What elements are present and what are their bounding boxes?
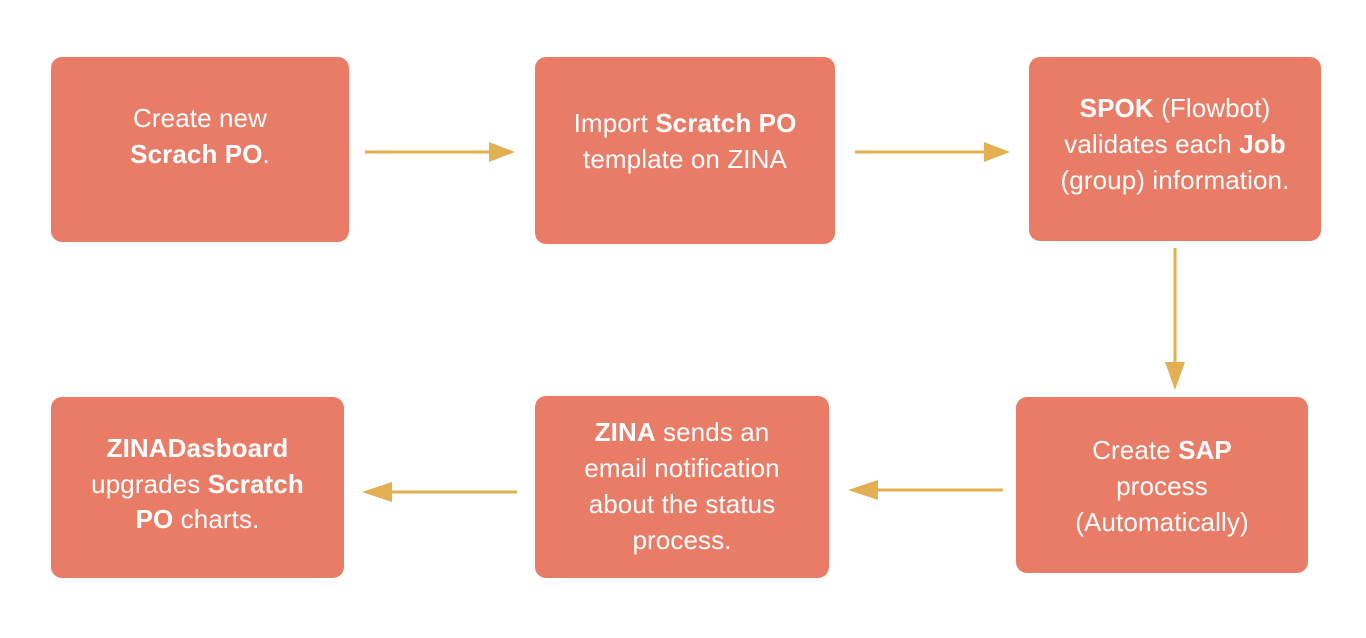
arrow-spok-validate-to-create-sap <box>1159 248 1191 390</box>
arrow-create-po-to-import-template <box>365 136 515 168</box>
arrow-import-template-to-spok-validate <box>855 136 1010 168</box>
arrow-zina-email-to-zina-dashboard <box>362 476 517 508</box>
flow-node-spok-validate[interactable]: SPOK (Flowbot)validates each Job(group) … <box>1029 57 1321 241</box>
arrow-create-sap-to-zina-email <box>848 474 1003 506</box>
flow-node-spok-validate-label: SPOK (Flowbot)validates each Job(group) … <box>1060 93 1290 195</box>
